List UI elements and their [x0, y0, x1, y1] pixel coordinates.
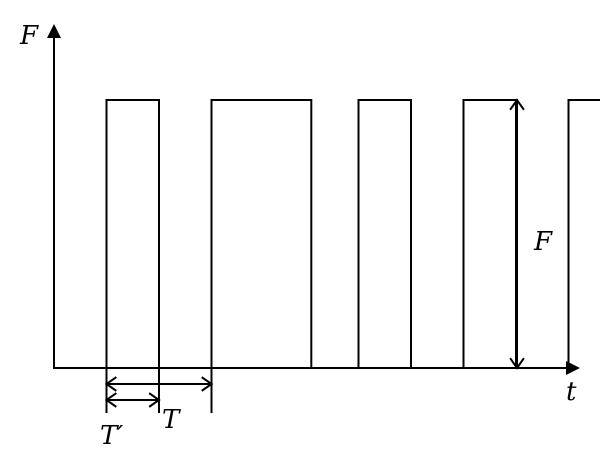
amplitude-label: F	[533, 227, 553, 257]
pulse-duration-arrow-left-icon	[104, 392, 117, 408]
pulse-duration-arrow-right-icon	[148, 392, 161, 408]
y-axis-label: F	[19, 21, 39, 51]
dimension-markers	[104, 98, 525, 413]
period-label: T	[162, 405, 181, 435]
period-arrow-right-icon	[201, 376, 214, 392]
pulse-duration-label: T′	[100, 421, 123, 451]
y-axis-arrow-icon	[47, 24, 61, 38]
period-arrow-left-icon	[104, 376, 117, 392]
pulse-series-line	[53, 99, 600, 369]
amplitude-arrow-up-icon	[509, 98, 525, 111]
x-axis-label: t	[566, 377, 577, 407]
amplitude-arrow-down-icon	[509, 357, 525, 370]
